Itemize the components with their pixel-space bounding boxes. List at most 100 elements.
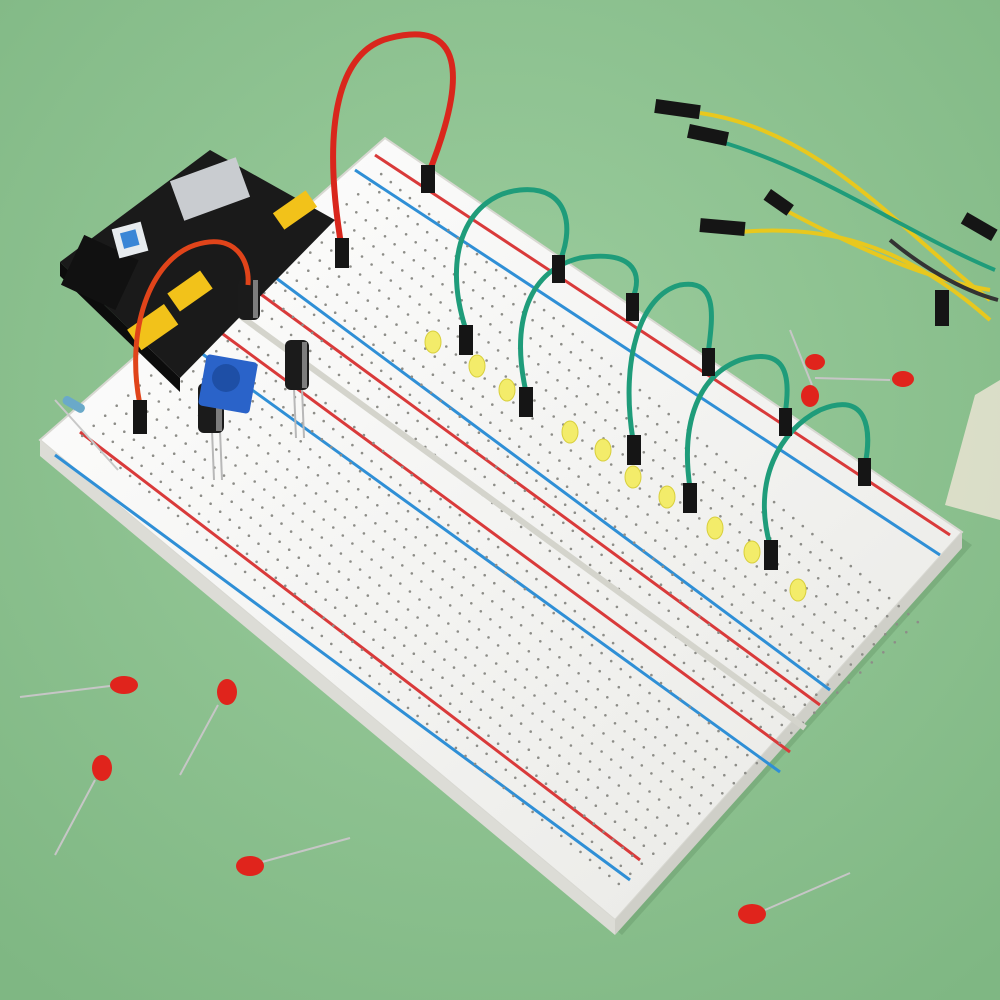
breadboard-hole	[412, 652, 416, 655]
breadboard-hole	[868, 580, 872, 584]
breadboard-hole	[174, 434, 178, 437]
breadboard-hole	[194, 450, 197, 453]
breadboard-hole	[506, 750, 510, 753]
breadboard-hole	[859, 671, 862, 674]
breadboard-hole	[356, 193, 360, 196]
breadboard-hole	[598, 571, 601, 575]
breadboard-hole	[621, 748, 624, 751]
breadboard-hole	[366, 496, 370, 499]
breadboard-hole	[261, 408, 264, 411]
breadboard-hole	[286, 271, 289, 275]
breadboard-hole	[443, 265, 446, 268]
breadboard-hole	[535, 676, 538, 679]
breadboard-hole	[606, 401, 609, 404]
breadboard-hole	[424, 249, 427, 252]
breadboard-hole	[655, 717, 659, 721]
breadboard-hole	[408, 491, 412, 495]
breadboard-hole	[468, 620, 471, 623]
breadboard-hole	[636, 800, 640, 803]
breadboard-hole	[326, 580, 329, 583]
breadboard-hole	[410, 670, 414, 673]
breadboard-hole	[537, 363, 540, 366]
breadboard-hole	[378, 584, 381, 587]
breadboard-hole	[701, 776, 705, 779]
breadboard-hole	[163, 444, 166, 448]
breadboard-hole	[736, 745, 739, 749]
breadboard-hole	[349, 658, 352, 662]
breadboard-hole	[654, 441, 657, 444]
breadboard-hole	[533, 792, 536, 796]
breadboard-hole	[642, 844, 646, 847]
breadboard-hole	[838, 574, 841, 578]
breadboard-hole	[337, 472, 341, 475]
breadboard-hole	[343, 516, 347, 519]
breadboard-hole	[364, 514, 368, 517]
breadboard-hole	[295, 574, 299, 577]
breadboard-hole	[353, 425, 356, 429]
breadboard-hole	[627, 497, 630, 500]
breadboard-hole	[397, 403, 400, 407]
breadboard-hole	[351, 345, 354, 349]
breadboard-hole	[510, 321, 513, 324]
breadboard-hole	[799, 542, 803, 546]
breadboard-hole	[696, 436, 699, 440]
breadboard-hole	[523, 686, 527, 689]
breadboard-hole	[395, 421, 398, 425]
breadboard-hole	[287, 450, 291, 453]
breadboard-hole	[623, 435, 626, 438]
breadboard-hole	[573, 806, 577, 809]
breadboard-hole	[464, 656, 467, 659]
breadboard-hole	[870, 661, 874, 664]
breadboard-hole	[395, 618, 398, 621]
breadboard-hole	[590, 545, 594, 549]
breadboard-hole	[339, 650, 343, 654]
breadboard-hole	[180, 380, 184, 383]
breadboard-hole	[523, 587, 527, 591]
breadboard-hole	[337, 373, 341, 377]
breadboard-hole	[364, 219, 368, 222]
breadboard-hole	[864, 617, 868, 620]
breadboard-hole	[337, 570, 341, 573]
breadboard-hole	[581, 537, 584, 541]
breadboard-hole	[399, 188, 402, 192]
breadboard-hole	[884, 633, 887, 636]
breadboard-hole	[299, 440, 303, 443]
breadboard-hole	[569, 350, 573, 354]
breadboard-hole	[439, 301, 442, 304]
breadboard-hole	[243, 472, 247, 475]
breadboard-hole	[257, 444, 260, 447]
breadboard-hole	[295, 279, 299, 283]
breadboard-hole	[677, 519, 680, 522]
breadboard-hole	[598, 768, 601, 771]
breadboard-hole	[378, 682, 381, 686]
breadboard-hole	[138, 482, 141, 486]
breadboard-hole	[368, 576, 372, 579]
breadboard-hole	[563, 405, 567, 408]
breadboard-hole	[577, 475, 580, 478]
power-rails-front	[54, 324, 791, 882]
breadboard-hole	[439, 399, 442, 403]
breadboard-hole	[565, 682, 569, 685]
breadboard-hole	[552, 316, 555, 320]
breadboard-hole	[654, 834, 657, 837]
breadboard-hole	[527, 355, 531, 358]
breadboard-hole	[261, 309, 264, 313]
breadboard-hole	[634, 621, 638, 625]
breadboard-hole	[531, 810, 534, 814]
breadboard-hole	[456, 531, 460, 535]
breadboard-hole	[416, 419, 419, 423]
breadboard-hole	[362, 335, 366, 339]
green-jumper-pins	[459, 255, 871, 570]
breadboard-hole	[613, 525, 617, 528]
breadboard-hole	[636, 701, 640, 705]
jumper-header-left	[127, 303, 179, 351]
breadboard-hole	[646, 808, 649, 811]
breadboard-hole	[427, 704, 431, 708]
breadboard-hole	[404, 626, 408, 629]
breadboard-hole	[571, 627, 575, 631]
breadboard-hole	[418, 499, 421, 503]
breadboard-hole	[826, 683, 830, 686]
breadboard-hole	[148, 490, 151, 494]
breadboard-hole	[445, 345, 448, 348]
breadboard-hole	[529, 337, 532, 340]
